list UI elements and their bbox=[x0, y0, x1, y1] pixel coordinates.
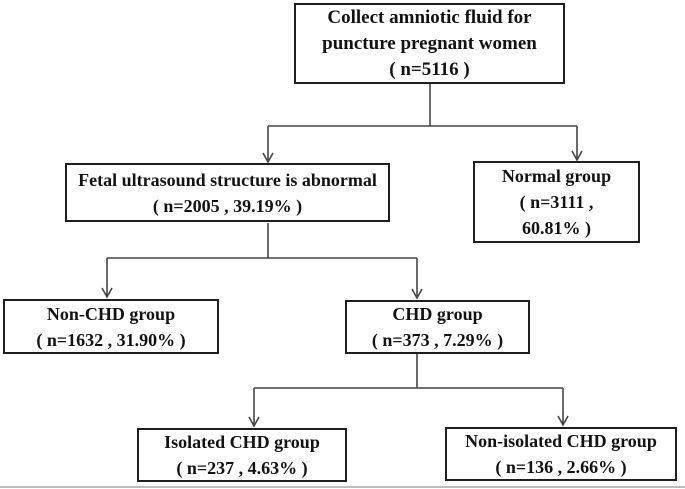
arrowhead-non-isolated-icon bbox=[557, 415, 569, 427]
node-fetal-ultrasound-abnormal: Fetal ultrasound structure is abnormal (… bbox=[65, 163, 390, 222]
node-text-line: Collect amniotic fluid for bbox=[327, 6, 532, 28]
node-text-line: ( n=5116 ) bbox=[389, 58, 470, 80]
node-text-line: puncture pregnant women bbox=[322, 32, 537, 54]
node-text-line: ( n=237 , 4.63% ) bbox=[176, 458, 308, 478]
node-collect-amniotic-fluid: Collect amniotic fluid for puncture preg… bbox=[294, 3, 565, 84]
arrowhead-normal-icon bbox=[571, 150, 583, 162]
node-text-line: ( n=373 , 7.29% ) bbox=[371, 330, 504, 350]
node-text-line: Non-CHD group bbox=[46, 303, 176, 324]
node-text-line: Normal group bbox=[501, 166, 612, 186]
node-non-isolated-chd-group: Non-isolated CHD group ( n=136 , 2.66% ) bbox=[445, 427, 677, 481]
node-text-line: CHD group bbox=[392, 304, 483, 324]
node-chd-group: CHD group ( n=373 , 7.29% ) bbox=[345, 300, 530, 354]
node-text-line: ( n=1632 , 31.90% ) bbox=[36, 329, 186, 350]
node-text-line: ( n=2005 , 39.19% ) bbox=[152, 195, 303, 216]
node-text-line: Fetal ultrasound structure is abnormal bbox=[78, 169, 377, 190]
node-text-line: ( n=136 , 2.66% ) bbox=[495, 457, 627, 477]
node-text-line: ( n=3111 , bbox=[519, 192, 594, 212]
figure-bottom-edge bbox=[0, 486, 685, 488]
node-text-line: 60.81% ) bbox=[522, 218, 591, 238]
arrowhead-abnormal-icon bbox=[262, 152, 274, 164]
arrowhead-chd-icon bbox=[411, 288, 423, 300]
node-text-line: Non-isolated CHD group bbox=[465, 431, 657, 451]
node-text-line: Isolated CHD group bbox=[164, 432, 320, 452]
arrowhead-isolated-icon bbox=[248, 416, 260, 428]
node-normal-group: Normal group ( n=3111 , 60.81% ) bbox=[473, 161, 640, 243]
node-isolated-chd-group: Isolated CHD group ( n=237 , 4.63% ) bbox=[137, 428, 347, 482]
node-non-chd-group: Non-CHD group ( n=1632 , 31.90% ) bbox=[3, 299, 219, 354]
arrowhead-non-chd-icon bbox=[101, 287, 113, 299]
